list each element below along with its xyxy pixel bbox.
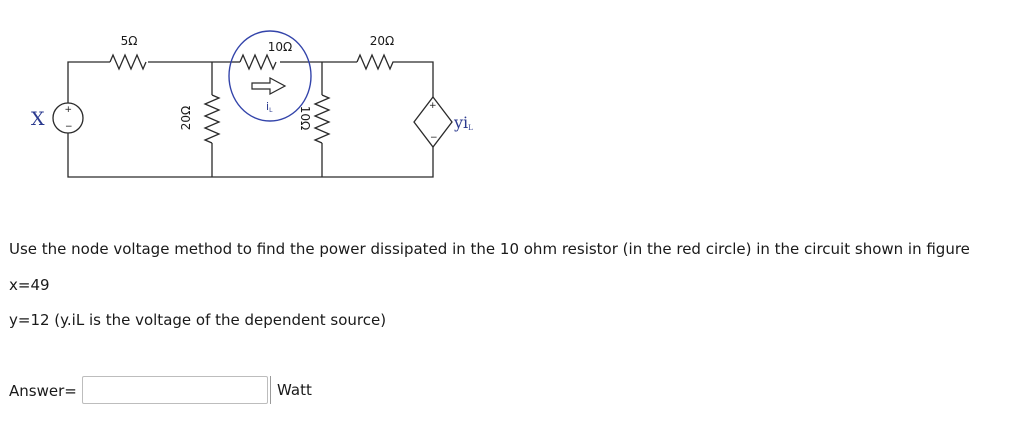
resistor-10-ohm-label: 10Ω — [268, 40, 292, 54]
resistor-10-ohm-shunt-label: 10Ω — [298, 106, 312, 130]
dependent-source-label: yiL — [453, 113, 473, 132]
circuit-wires — [67, 61, 434, 178]
resistor-20-ohm-shunt-label: 20Ω — [179, 106, 193, 130]
highlight-circle — [228, 30, 312, 122]
resistor-10-ohm-shunt — [313, 94, 331, 144]
current-label-subscript: L — [269, 107, 273, 114]
voltage-source-x: + − — [52, 102, 84, 134]
dependent-source: + − — [413, 95, 453, 149]
given-x-value: x=49 — [9, 276, 50, 294]
question-prompt: Use the node voltage method to find the … — [9, 240, 970, 258]
answer-input[interactable] — [82, 376, 268, 404]
unit-label: Watt — [270, 376, 312, 404]
resistor-20-ohm-series-label: 20Ω — [370, 34, 394, 48]
current-label: iL — [266, 100, 273, 114]
resistor-10-ohm-highlighted — [239, 53, 277, 71]
svg-text:+: + — [65, 105, 73, 115]
dependent-source-label-subscript: L — [468, 124, 473, 132]
resistor-20-ohm-series — [356, 53, 397, 71]
resistor-20-ohm-shunt — [203, 94, 221, 144]
current-arrow-icon — [251, 77, 287, 95]
answer-label: Answer= — [9, 382, 77, 400]
given-y-value: y=12 (y.iL is the voltage of the depende… — [9, 311, 387, 329]
source-x-label: X — [31, 108, 45, 130]
resistor-5-ohm-label: 5Ω — [121, 34, 138, 48]
svg-text:+: + — [429, 101, 437, 111]
resistor-5-ohm — [109, 53, 147, 71]
current-label-symbol: i — [266, 100, 269, 113]
circuit-diagram: + − X 5Ω 10Ω iL 20Ω 20Ω 10Ω + − yiL — [31, 30, 473, 178]
svg-text:−: − — [430, 133, 438, 143]
svg-text:−: − — [65, 122, 73, 132]
dependent-source-label-main: yi — [453, 113, 468, 132]
